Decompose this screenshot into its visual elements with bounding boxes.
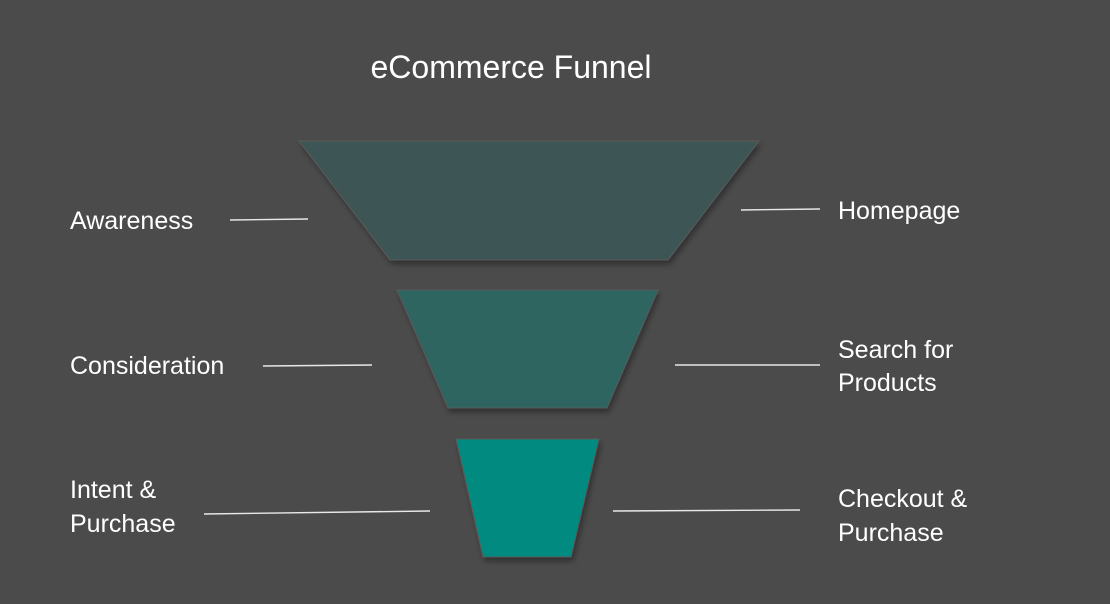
diagram-title: eCommerce Funnel <box>371 49 652 85</box>
leader-line-checkout <box>612 509 801 512</box>
funnel-stage-consideration <box>396 289 659 409</box>
label-checkout-line2: Purchase <box>838 519 944 547</box>
label-checkout-line1: Checkout & <box>838 485 968 513</box>
label-intent-line1: Intent & <box>70 476 156 504</box>
label-homepage: Homepage <box>838 197 960 225</box>
label-search-line2: Products <box>838 369 937 397</box>
leader-line-intent <box>203 510 431 515</box>
leader-line-homepage <box>740 208 821 211</box>
label-intent-line2: Purchase <box>70 510 176 538</box>
funnel-stage-awareness <box>297 140 761 261</box>
label-awareness: Awareness <box>70 207 193 235</box>
leader-line-consideration <box>262 364 373 367</box>
label-consideration: Consideration <box>70 352 224 380</box>
funnel-stage-purchase <box>455 438 600 558</box>
leader-line-awareness <box>229 218 309 221</box>
label-search-line1: Search for <box>838 336 953 364</box>
